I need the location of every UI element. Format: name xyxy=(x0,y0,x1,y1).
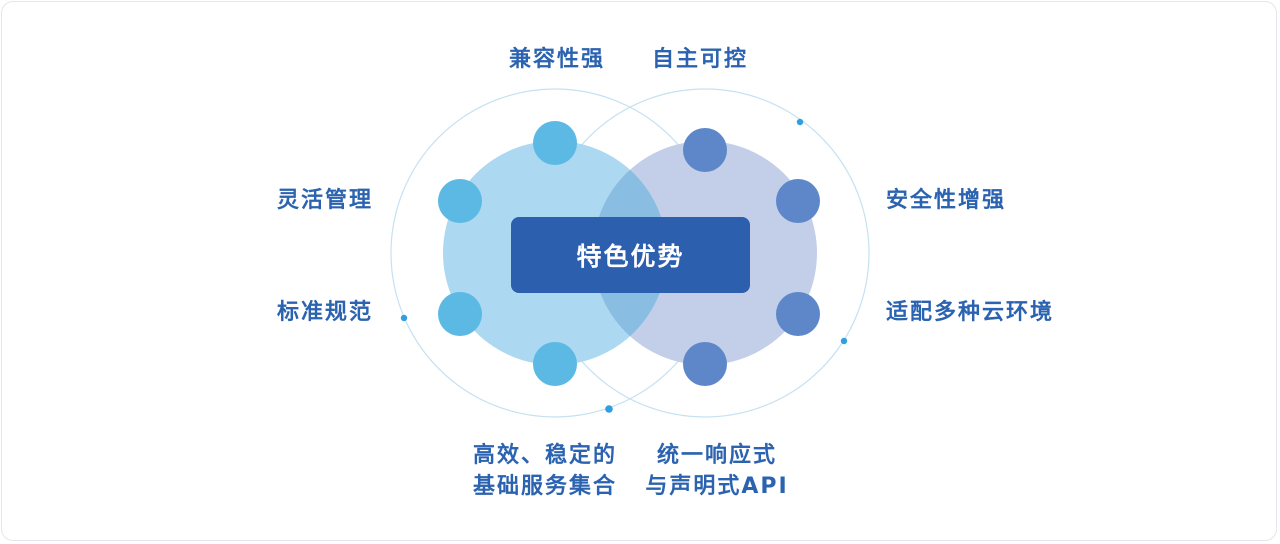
feature-label-autonomous-control: 自主可控 xyxy=(652,47,749,72)
right-feature-dot-1 xyxy=(683,128,727,172)
center-title: 特色优势 xyxy=(576,242,685,271)
left-feature-dot-4 xyxy=(533,342,577,386)
feature-label-basic-services: 高效、稳定的 基础服务集合 xyxy=(460,440,630,502)
feature-label-security: 安全性增强 xyxy=(886,188,1007,213)
right-feature-dot-4 xyxy=(683,342,727,386)
overlap-region xyxy=(593,141,667,365)
left-feature-dot-1 xyxy=(533,121,577,165)
feature-label-line: 基础服务集合 xyxy=(472,474,617,499)
center-title-box: 特色优势 xyxy=(511,217,750,293)
accent-dot xyxy=(840,337,848,345)
accent-dot xyxy=(605,405,613,413)
feature-label-line: 高效、稳定的 xyxy=(472,443,617,468)
feature-label-standards: 标准规范 xyxy=(276,300,373,325)
left-feature-dot-2 xyxy=(438,179,482,223)
feature-label-line: 统一响应式 xyxy=(656,443,777,468)
accent-dot xyxy=(400,314,408,322)
feature-label-flexible-management: 灵活管理 xyxy=(276,188,373,213)
feature-label-line: 与声明式API xyxy=(645,474,789,499)
feature-label-compatibility: 兼容性强 xyxy=(508,47,605,72)
right-feature-dot-2 xyxy=(776,179,820,223)
left-feature-dot-3 xyxy=(438,292,482,336)
feature-label-unified-api: 统一响应式 与声明式API xyxy=(632,440,802,502)
right-feature-dot-3 xyxy=(776,292,820,336)
accent-dot xyxy=(796,118,804,126)
feature-label-multi-cloud: 适配多种云环境 xyxy=(886,300,1055,325)
